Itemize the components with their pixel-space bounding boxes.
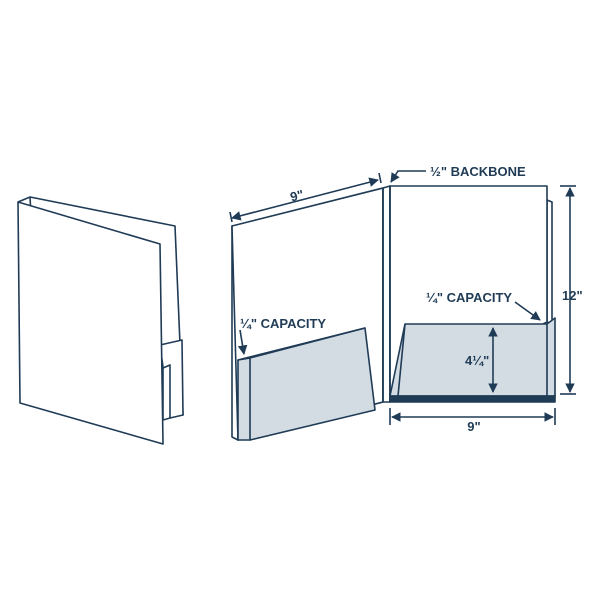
pocket-height-label: 4¼" [465, 353, 489, 368]
closed-folder-pocket-front [162, 364, 171, 421]
width-top-tick [378, 172, 382, 184]
height-label: 12" [562, 288, 583, 303]
left-capacity-label: ¼" CAPACITY [240, 316, 326, 331]
right-capacity-leader-arrow [514, 301, 541, 321]
left-pocket [237, 327, 376, 441]
closed-folder-front-panel [17, 201, 164, 445]
right-pocket-thickness [389, 395, 556, 403]
dimension-lines [229, 170, 576, 425]
closed-folder-spine [17, 196, 31, 203]
right-pocket-side [546, 317, 556, 397]
width-top-label: 9" [289, 187, 306, 205]
width-bottom-label: 9" [467, 419, 480, 434]
right-pocket [389, 317, 556, 403]
width-top-arrow [231, 177, 379, 221]
left-capacity-leader-arrow [237, 329, 248, 355]
closed-folder [17, 196, 184, 445]
right-pocket-fold [397, 323, 406, 397]
left-pocket-fold [249, 327, 366, 359]
left-pocket-edge [237, 357, 251, 441]
width-top-tick [229, 211, 233, 223]
right-capacity-label: ¼" CAPACITY [426, 290, 512, 305]
backbone-leader-arrow [390, 170, 426, 183]
backbone-strip [382, 185, 391, 403]
backbone-label: ½" BACKBONE [430, 164, 526, 179]
